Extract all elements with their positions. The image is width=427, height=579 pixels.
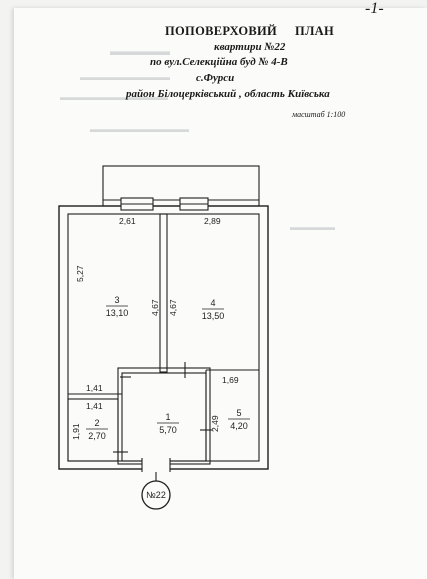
page-number: -1-: [365, 0, 384, 17]
village-line: с.Фурси: [196, 72, 235, 84]
hall-inner: [121, 372, 207, 462]
region-line: район Білоцерківський , область Київська: [126, 88, 330, 100]
dim-wc-left: 1,91: [71, 423, 81, 440]
room2-walls: [67, 398, 119, 462]
dim-wc-top: 1,41: [86, 401, 103, 411]
dim-top-right: 2,89: [204, 216, 221, 226]
room-2-number: 2: [94, 418, 99, 428]
room-2-area: 2,70: [88, 431, 106, 441]
room-1-number: 1: [165, 412, 170, 422]
title-word-1: ПОПОВЕРХОВИЙ: [165, 24, 278, 38]
apartment-line: квартири №22: [214, 41, 286, 53]
partition-rooms-3-4: [159, 213, 168, 373]
room-3-number: 3: [114, 295, 119, 305]
apartment-marker-label: №22: [146, 490, 166, 500]
dim-top-left: 2,61: [119, 216, 136, 226]
apartment-marker: [141, 480, 171, 510]
room-5-area: 4,20: [230, 421, 248, 431]
dim-bath-top: 1,69: [222, 375, 239, 385]
dim-left-wall: 5,27: [75, 265, 85, 282]
hall-walls: [117, 367, 211, 465]
room-5-number: 5: [236, 408, 241, 418]
dim-mid-left: 4,67: [150, 299, 160, 316]
street-line: по вул.Селекційна буд № 4-В: [150, 56, 288, 68]
document-sheet: [14, 8, 427, 579]
page-title: ПОПОВЕРХОВИЙ ПЛАН: [165, 24, 334, 39]
title-word-2: ПЛАН: [295, 24, 335, 38]
scale-label: масштаб 1:100: [292, 110, 346, 119]
room-3-area: 13,10: [106, 308, 129, 318]
room-4-area: 13,50: [202, 311, 225, 321]
dim-hall-top: 1,41: [86, 383, 103, 393]
dim-bath-left: 2,49: [210, 415, 220, 432]
room-1-area: 5,70: [159, 425, 177, 435]
room-4-number: 4: [210, 298, 215, 308]
dim-mid-right: 4,67: [168, 299, 178, 316]
entrance-gap: [142, 459, 170, 471]
